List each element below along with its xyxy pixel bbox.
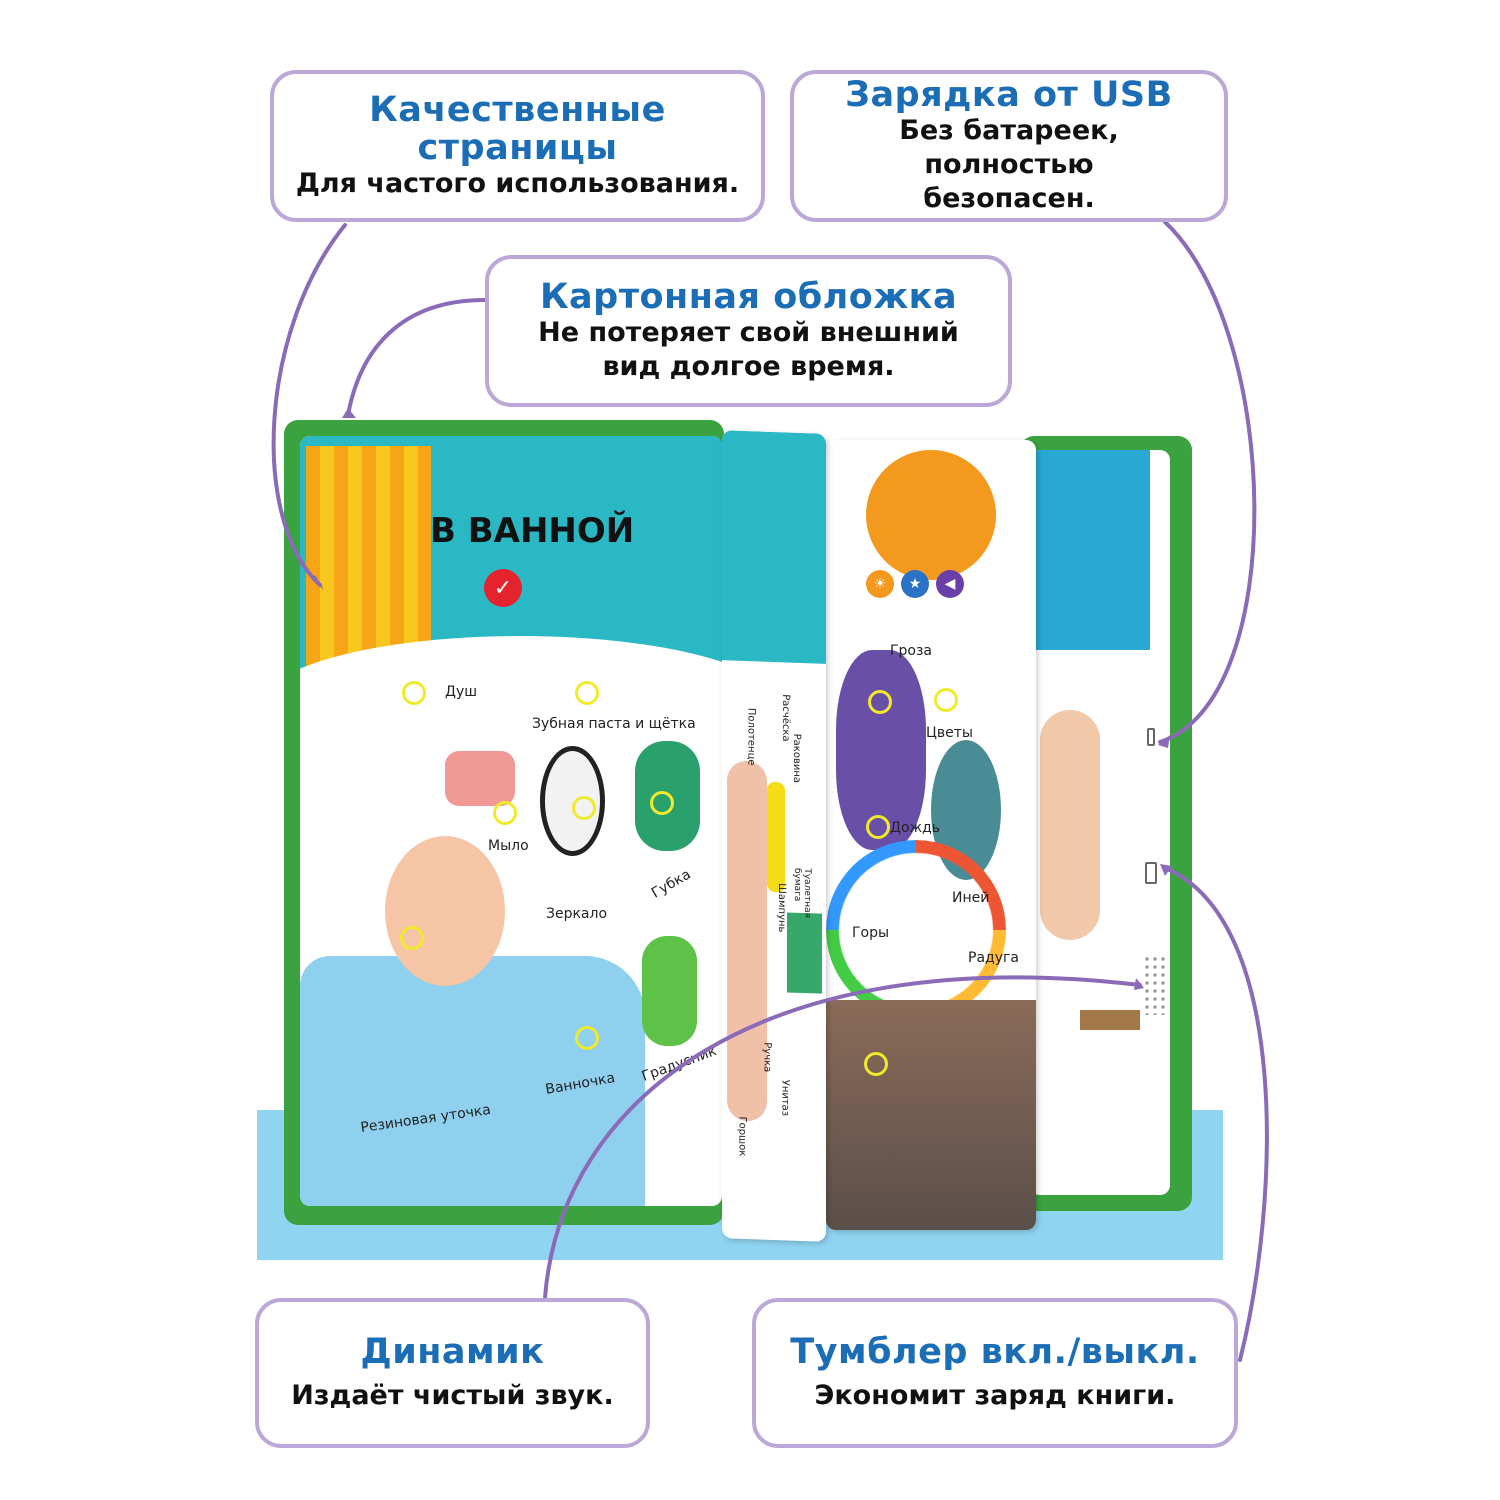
callout-body: Издаёт чистый звук. bbox=[291, 1380, 614, 1411]
touch-point[interactable] bbox=[400, 926, 424, 950]
label-mirror: Зеркало bbox=[546, 906, 608, 922]
connector-switch bbox=[1163, 866, 1269, 1362]
light-button-icon[interactable]: ☀ bbox=[866, 570, 894, 598]
touch-point[interactable] bbox=[650, 791, 674, 815]
baby bbox=[385, 836, 505, 986]
arrow-icon bbox=[1134, 978, 1144, 990]
label-storm: Гроза bbox=[890, 643, 933, 659]
touch-point[interactable] bbox=[402, 681, 426, 705]
touch-point[interactable] bbox=[866, 815, 890, 839]
sky bbox=[1030, 450, 1150, 650]
touch-point[interactable] bbox=[934, 688, 958, 712]
callout-power-switch: Тумблер вкл./выкл. Экономит заряд книги. bbox=[752, 1298, 1238, 1448]
rainbow bbox=[826, 840, 1006, 1020]
connector-pages bbox=[271, 223, 347, 587]
touch-point[interactable] bbox=[493, 801, 517, 825]
label-flowers: Цветы bbox=[926, 725, 973, 741]
arrow-icon bbox=[1158, 735, 1170, 748]
right-turning-page: ☀ ★ ◀ Гроза Цветы Дождь Иней Горы Радуга bbox=[826, 440, 1036, 1230]
check-icon: ✓ bbox=[484, 569, 522, 607]
arrow-icon bbox=[1160, 864, 1172, 876]
touch-point[interactable] bbox=[575, 681, 599, 705]
speaker-grille bbox=[1143, 955, 1169, 1015]
connector-usb bbox=[1158, 220, 1257, 744]
label-mountains: Горы bbox=[852, 925, 890, 941]
callout-speaker: Динамик Издаёт чистый звук. bbox=[255, 1298, 650, 1448]
label-soap: Мыло bbox=[488, 838, 529, 854]
label-rain: Дождь bbox=[890, 820, 941, 836]
mountains bbox=[826, 1000, 1036, 1230]
star-button-icon[interactable]: ★ bbox=[901, 570, 929, 598]
power-switch[interactable] bbox=[1145, 862, 1157, 884]
callout-body: Экономит заряд книги. bbox=[814, 1380, 1176, 1411]
callout-cardboard-cover: Картонная обложка Не потеряет свой внешн… bbox=[485, 255, 1012, 407]
page-title: В ванной bbox=[430, 511, 635, 551]
arrow-icon bbox=[312, 575, 324, 590]
thermometer bbox=[642, 936, 697, 1046]
callout-title: Картонная обложка bbox=[539, 277, 958, 317]
left-page: ✓ В ванной Душ Зубная паста и щётка Мыло… bbox=[300, 436, 722, 1206]
callout-title: Динамик bbox=[360, 1332, 545, 1372]
usb-port bbox=[1147, 728, 1155, 746]
touch-point[interactable] bbox=[868, 690, 892, 714]
callout-usb-charging: Зарядка от USB Без батареек, полностью б… bbox=[790, 70, 1228, 222]
callout-title: Качественные страницы bbox=[369, 90, 666, 168]
back-page bbox=[1030, 450, 1170, 1195]
soap bbox=[445, 751, 515, 806]
sound-button-icon[interactable]: ◀ bbox=[936, 570, 964, 598]
touch-point[interactable] bbox=[864, 1052, 888, 1076]
callout-body: Без батареек, полностью безопасен. bbox=[899, 115, 1119, 214]
arrow-icon bbox=[342, 408, 356, 418]
touch-point[interactable] bbox=[572, 796, 596, 820]
connector-speaker bbox=[543, 975, 1142, 1300]
callout-title: Зарядка от USB bbox=[845, 75, 1173, 115]
sun bbox=[866, 450, 996, 580]
touch-point[interactable] bbox=[575, 1026, 599, 1050]
child-on-swing bbox=[1040, 710, 1100, 940]
callout-title: Тумблер вкл./выкл. bbox=[790, 1332, 1200, 1372]
callout-body: Для частого использования. bbox=[295, 168, 740, 199]
connector-cover bbox=[346, 298, 487, 417]
callout-quality-pages: Качественные страницы Для частого исполь… bbox=[270, 70, 765, 222]
swing-seat bbox=[1080, 1010, 1140, 1030]
label-rainbow: Радуга bbox=[968, 950, 1019, 966]
label-frost: Иней bbox=[952, 890, 990, 906]
label-shower: Душ bbox=[445, 684, 478, 700]
label-toothpaste: Зубная паста и щётка bbox=[532, 716, 696, 732]
callout-body: Не потеряет свой внешний вид долгое врем… bbox=[538, 317, 959, 382]
